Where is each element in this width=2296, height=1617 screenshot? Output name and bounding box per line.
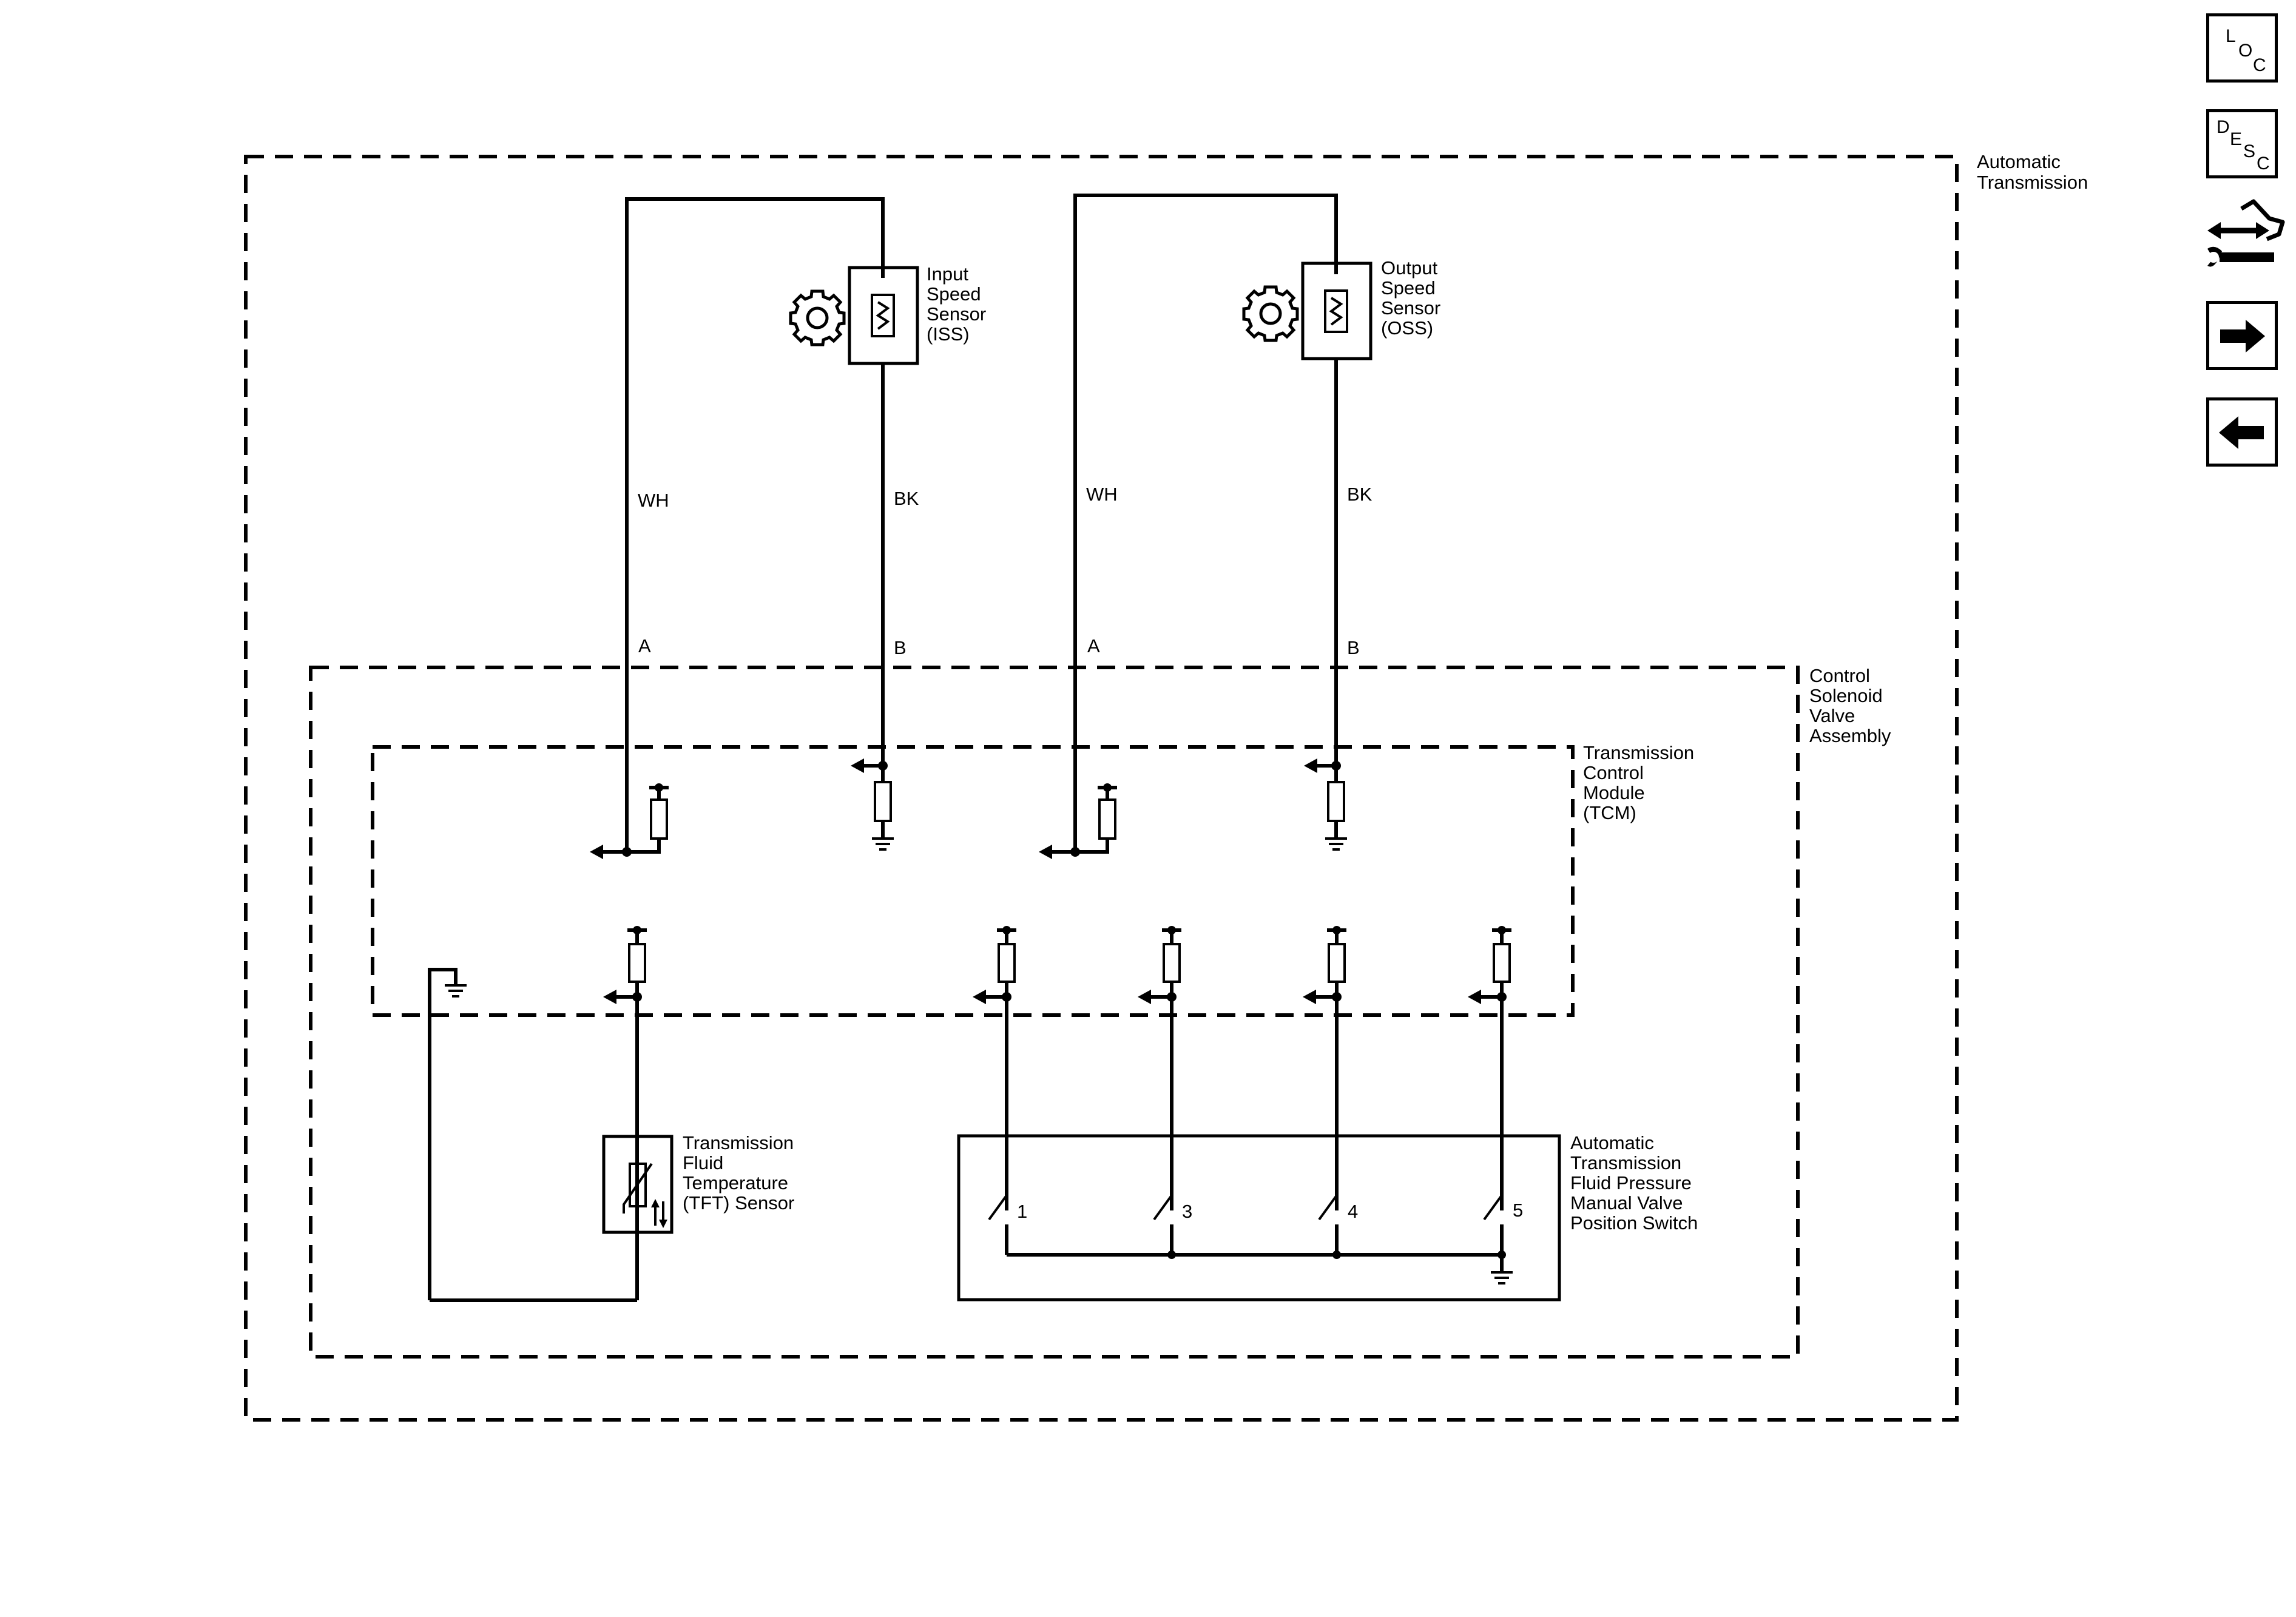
desc-letter-d: D [2217,117,2230,137]
control-solenoid-label: Control Solenoid Valve Assembly [1809,665,1891,746]
next-page-button[interactable] [2206,301,2278,370]
oss-pin-a: A [1087,635,1100,657]
automatic-transmission-boundary [244,155,1959,1422]
oss-label: Output Speed Sensor (OSS) [1381,257,1446,339]
loc-letter-c: C [2253,55,2266,75]
gear-icon [791,291,844,345]
manual-valve-position-switch [957,1134,1561,1301]
connector-tool-icon[interactable] [2206,195,2285,280]
iss-pin-b: B [894,637,907,658]
description-button[interactable]: D E S C [2206,109,2278,178]
automatic-transmission-label: Automatic Transmission [1977,151,2088,193]
switch-contact-5: 5 [1513,1200,1523,1221]
tft-label: Transmission Fluid Temperature (TFT) Sen… [683,1132,799,1214]
tcm-speed-inputs [590,758,1348,859]
arrow-left-icon [2219,416,2264,449]
desc-letter-s: S [2243,141,2256,161]
oss-circuit [1073,194,1373,852]
gear-icon [1244,287,1297,340]
switch-contact-1: 1 [1017,1201,1027,1222]
control-solenoid-boundary [309,666,1800,1359]
iss-label: Input Speed Sensor (ISS) [927,263,991,345]
tcm-label: Transmission Control Module (TCM) [1583,742,1700,823]
desc-letter-c: C [2257,154,2270,174]
oss-signal-wire-color: WH [1086,484,1118,505]
switch-contact-4: 4 [1348,1201,1358,1222]
switch-label: Automatic Transmission Fluid Pressure Ma… [1570,1132,1698,1234]
previous-page-button[interactable] [2206,397,2278,467]
tcm-boundary [371,745,1575,1017]
iss-circuit [625,197,919,852]
switch-contact-3: 3 [1182,1201,1192,1222]
oss-pin-b: B [1347,637,1360,658]
iss-signal-wire-color: WH [638,490,669,511]
location-button[interactable]: L O C [2206,13,2278,83]
iss-pin-a: A [638,635,651,657]
loc-letter-l: L [2226,26,2236,46]
iss-low-wire-color: BK [894,488,919,509]
tcm-lower-inputs [428,926,1511,1300]
tft-sensor [430,1135,674,1302]
arrow-right-icon [2220,320,2265,353]
loc-letter-o: O [2238,41,2253,61]
desc-letter-e: E [2230,129,2243,149]
oss-low-wire-color: BK [1347,484,1373,505]
